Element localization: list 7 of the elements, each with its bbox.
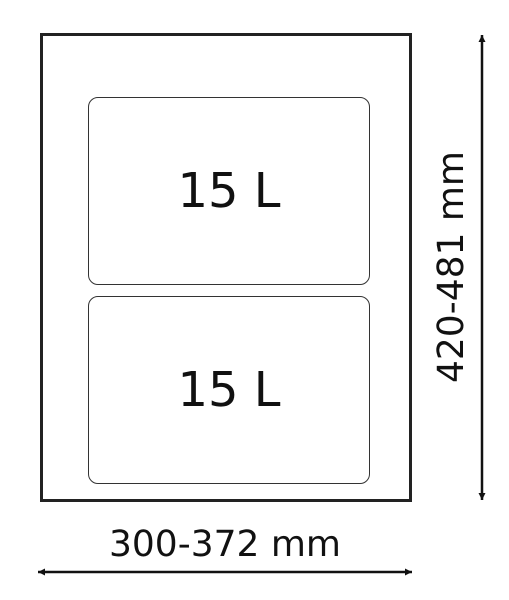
dimension-label: 300-372 mm [109,525,341,565]
bin-box [88,296,370,484]
capacity-label: 15 L [177,362,281,418]
capacity-label: 15 L [177,163,281,219]
cabinet-frame [40,33,412,502]
bin-box [88,97,370,285]
dimension-label: 420-481 mm [432,151,472,383]
